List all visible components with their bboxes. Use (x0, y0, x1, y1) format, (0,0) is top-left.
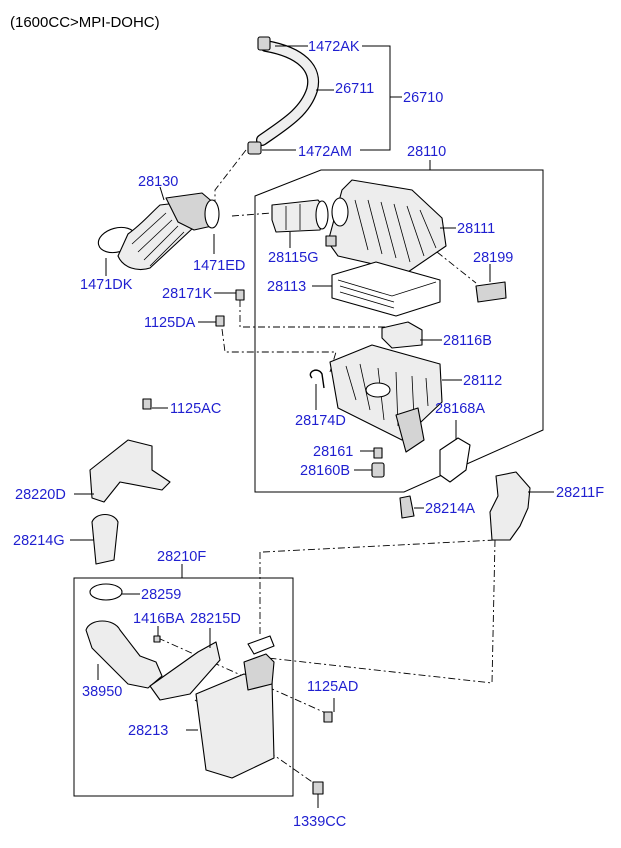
label-28113: 28113 (267, 279, 306, 295)
label-28161: 28161 (313, 444, 353, 460)
label-1416BA: 1416BA (133, 611, 185, 627)
label-26711: 26711 (335, 81, 374, 97)
label-26710: 26710 (403, 90, 443, 106)
label-28220D: 28220D (15, 487, 66, 503)
air-cleaner-assembly-frame (254, 169, 544, 493)
breather-hose (247, 36, 320, 155)
mounting-bracket (399, 495, 415, 519)
engine-spec-title: (1600CC>MPI-DOHC) (10, 14, 160, 31)
label-28211F: 28211F (556, 485, 604, 501)
resonator-hose (85, 620, 163, 689)
air-duct (271, 199, 329, 233)
label-28160B: 28160B (300, 463, 350, 479)
label-28168A: 28168A (435, 401, 485, 417)
duct-gasket (439, 437, 471, 483)
resonator-bracket (149, 641, 221, 701)
label-28215D: 28215D (190, 611, 241, 627)
label-1125AC: 1125AC (170, 401, 221, 417)
intake-hose (97, 192, 220, 271)
air-filter-element (331, 261, 441, 317)
label-pad (475, 281, 507, 303)
label-1471ED: 1471ED (193, 258, 245, 274)
label-28214G: 28214G (13, 533, 65, 549)
label-28199: 28199 (473, 250, 513, 266)
part-labels: 1472AK 26711 26710 1472AM 28110 28130 28… (13, 39, 604, 830)
label-28171K: 28171K (162, 286, 212, 302)
label-28213: 28213 (128, 723, 168, 739)
label-28116B: 28116B (443, 333, 492, 349)
label-1472AK: 1472AK (308, 39, 360, 55)
upper-air-cleaner (325, 179, 447, 273)
label-28130: 28130 (138, 174, 178, 190)
hose-clamp-small (309, 369, 325, 389)
resonator-assembly-frame (73, 577, 294, 797)
bolts (142, 289, 333, 795)
label-28115G: 28115G (268, 250, 319, 266)
label-1339CC: 1339CC (293, 814, 346, 830)
label-28112: 28112 (463, 373, 502, 389)
label-28214A: 28214A (425, 501, 475, 517)
label-1471DK: 1471DK (80, 277, 133, 293)
grommet-lower (371, 462, 385, 478)
resonator-body (195, 635, 275, 779)
leader-lines (70, 45, 554, 808)
label-1125AD: 1125AD (307, 679, 358, 695)
label-28210F: 28210F (157, 549, 206, 565)
air-intake-duct (489, 471, 531, 541)
grommet-upper (373, 447, 383, 459)
inlet-duct (91, 513, 119, 565)
label-28259: 28259 (141, 587, 181, 603)
label-28174D: 28174D (295, 413, 346, 429)
label-1125DA: 1125DA (144, 315, 196, 331)
label-28110: 28110 (407, 144, 446, 160)
label-1472AM: 1472AM (298, 144, 352, 160)
lower-air-cleaner (329, 344, 443, 453)
resonator-clamp (89, 583, 123, 601)
support-bracket (381, 321, 423, 349)
label-38950: 38950 (82, 684, 122, 700)
label-28111: 28111 (457, 221, 495, 237)
intake-bracket (89, 439, 171, 503)
